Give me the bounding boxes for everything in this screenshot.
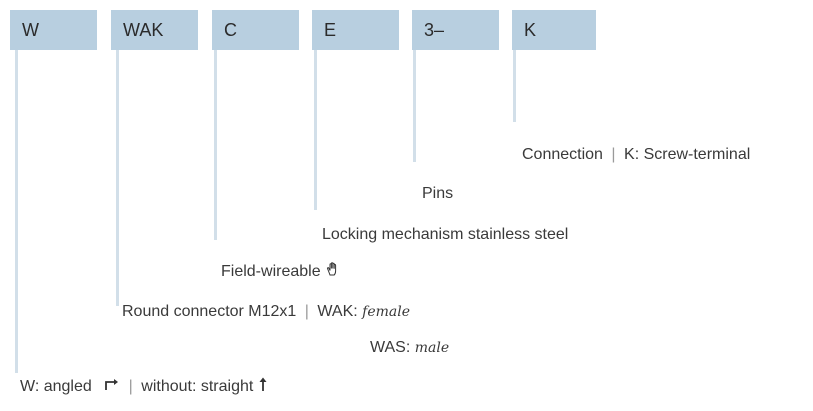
pins-label: Pins — [422, 185, 454, 202]
separator: | — [128, 378, 133, 396]
code-box-w: W — [10, 10, 97, 50]
connector-line-wak — [116, 50, 119, 306]
male-prefix: WAS: — [370, 339, 411, 356]
up-arrow-icon — [258, 377, 268, 397]
connector-line-w — [15, 50, 18, 373]
without-straight-text: without: straight — [141, 378, 254, 396]
code-box-e: E — [312, 10, 399, 50]
connection-label: Connection | K: Screw-terminal — [522, 145, 750, 165]
male-value: male — [414, 340, 450, 356]
connector-line-pins — [413, 50, 416, 162]
locking-label: Locking mechanism stainless steel — [322, 226, 569, 243]
connector-line-k — [513, 50, 516, 122]
angled-label: W: angled | without: straight — [20, 377, 268, 397]
separator: | — [304, 303, 309, 320]
female-prefix: WAK: — [317, 303, 358, 320]
angled-arrow-icon — [104, 377, 120, 397]
code-box-k: K — [512, 10, 596, 50]
connector-line-c — [214, 50, 217, 240]
separator: | — [611, 146, 616, 163]
connection-title: Connection — [522, 146, 603, 163]
hand-icon — [325, 261, 341, 283]
code-box-pins: 3– — [412, 10, 499, 50]
female-value: female — [362, 304, 410, 320]
connection-option: K: Screw-terminal — [624, 146, 751, 163]
field-wireable-text: Field-wireable — [221, 263, 321, 281]
round-connector-text: Round connector M12x1 — [122, 303, 297, 320]
male-label: WAS: male — [370, 338, 449, 358]
angled-text: W: angled — [20, 378, 92, 396]
round-connector-label: Round connector M12x1 | WAK: female — [122, 302, 410, 322]
code-box-c: C — [212, 10, 299, 50]
connector-line-e — [314, 50, 317, 210]
code-box-wak: WAK — [111, 10, 198, 50]
field-wireable-label: Field-wireable — [221, 261, 341, 283]
